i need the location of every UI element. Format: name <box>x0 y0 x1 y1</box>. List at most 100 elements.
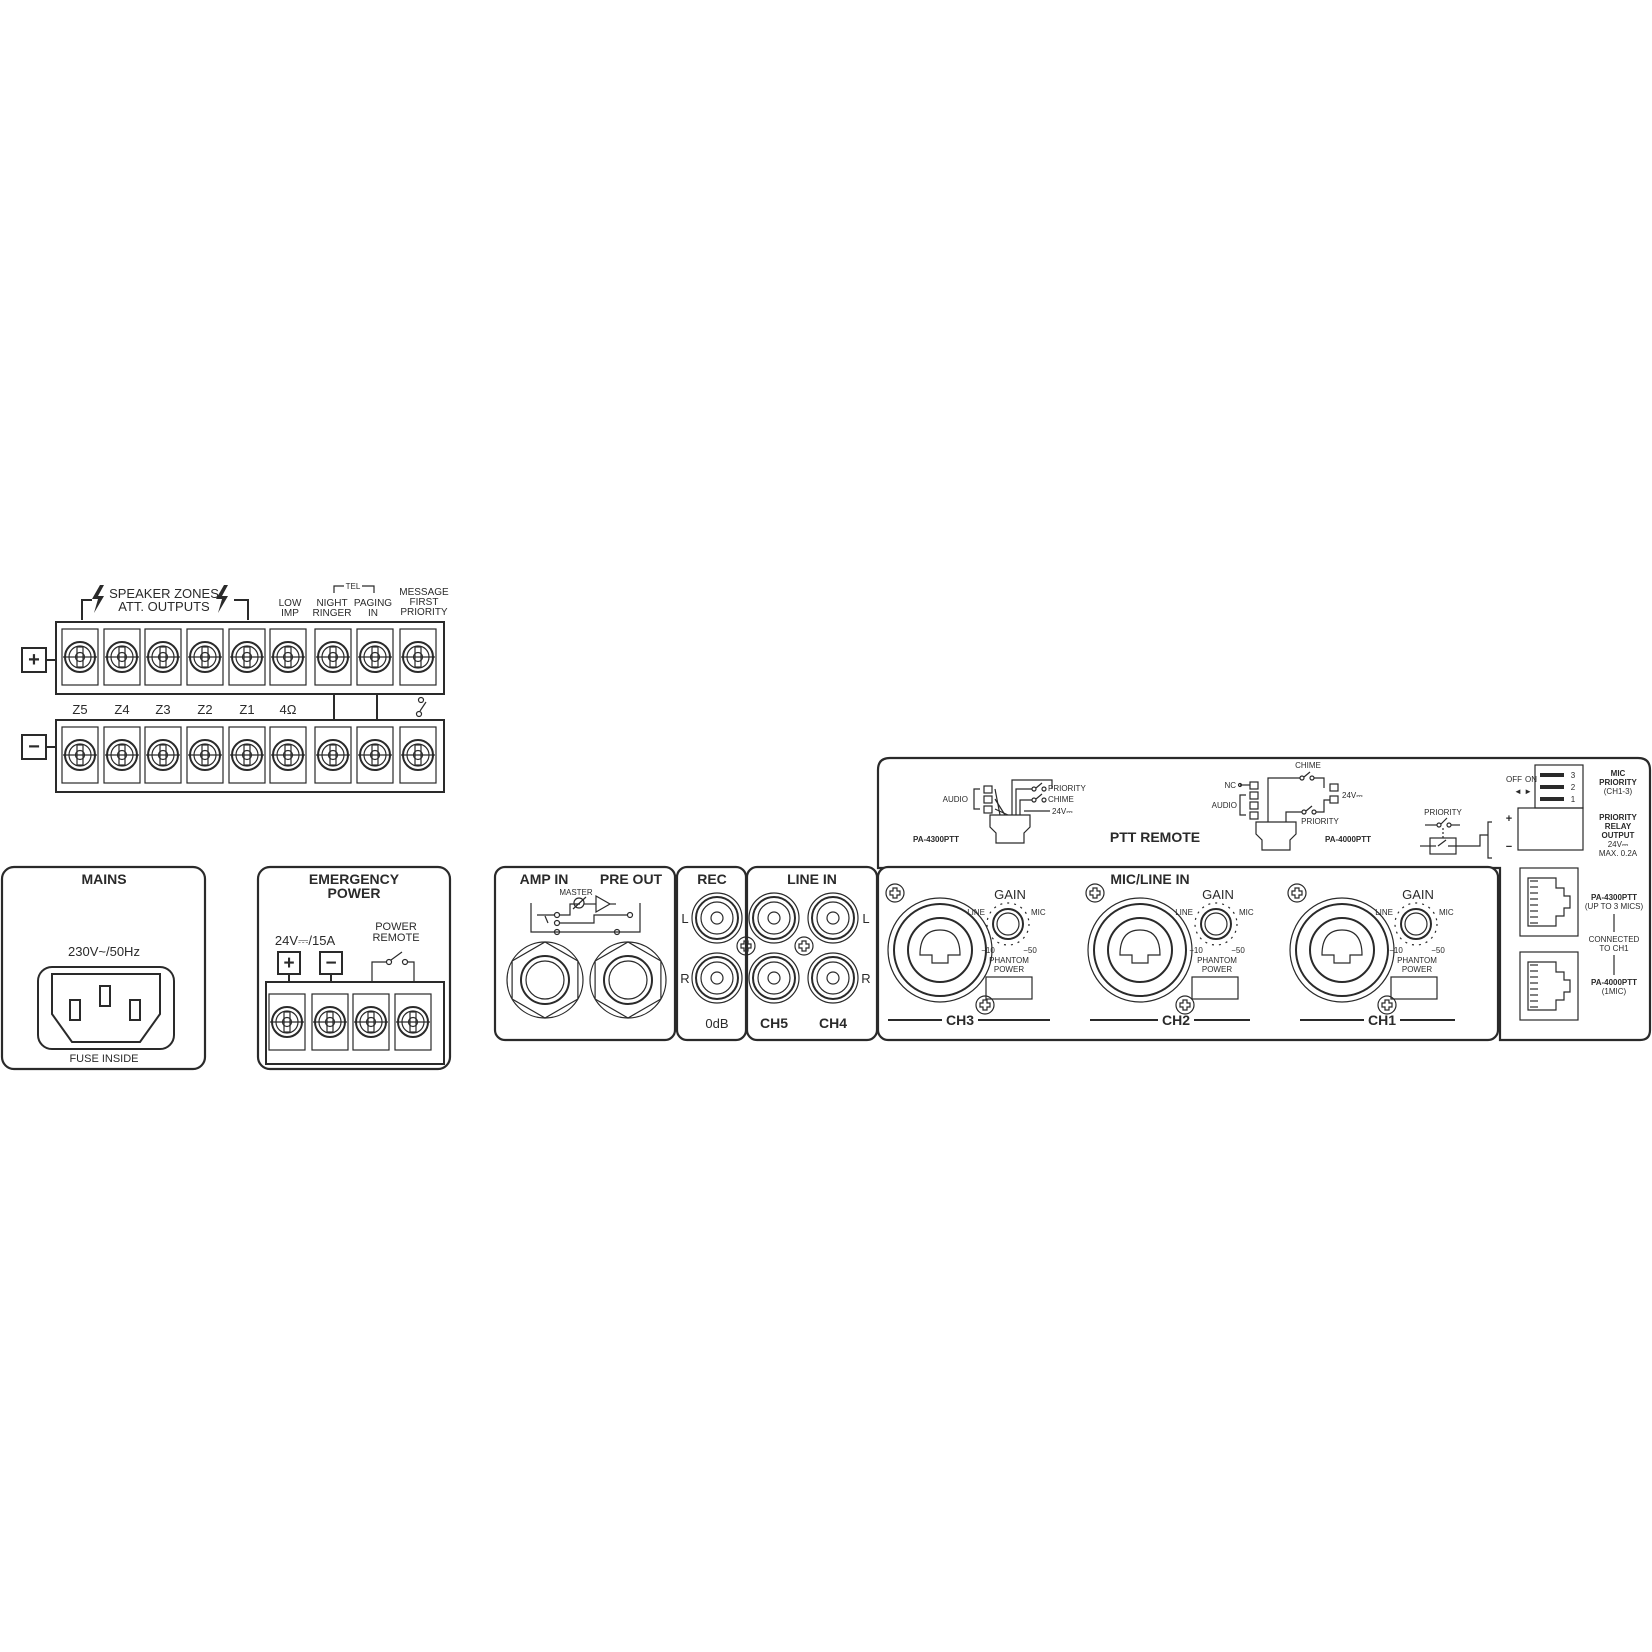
speaker-terminal-plus[interactable] <box>186 628 224 686</box>
mic-label: MIC <box>1439 908 1454 917</box>
mic-line-in-title: MIC/LINE IN <box>1110 871 1189 887</box>
dip-number: 1 <box>1571 795 1576 804</box>
master-label: MASTER <box>559 888 593 897</box>
dip-number: 3 <box>1571 771 1576 780</box>
mic-priority-label: MIC <box>1611 769 1626 778</box>
phantom-power-label: POWER <box>994 965 1024 974</box>
emergency-terminal[interactable] <box>268 993 306 1051</box>
att-outputs-label: ATT. OUTPUTS <box>118 599 210 614</box>
emergency-terminal[interactable] <box>394 993 432 1051</box>
ch5-left-jack[interactable] <box>748 892 800 944</box>
speaker-terminal-block: SPEAKER ZONES ATT. OUTPUTS LOW IMP TEL N… <box>21 582 449 793</box>
message-priority-label: MESSAGE <box>399 587 449 598</box>
gain-knob[interactable] <box>986 902 1030 946</box>
pa4000-port-label: (1MIC) <box>1602 987 1627 996</box>
mounting-screw-icon <box>1377 995 1397 1015</box>
gain-knob[interactable] <box>1394 902 1438 946</box>
rec-right-label: R <box>680 971 689 986</box>
gain-min-label: −10 <box>1189 946 1203 955</box>
line-in-title: LINE IN <box>787 871 837 887</box>
speaker-terminal-plus[interactable] <box>269 628 307 686</box>
ch5-right-jack[interactable] <box>748 952 800 1004</box>
line-label: LINE <box>967 908 985 917</box>
speaker-terminal-plus[interactable] <box>399 628 437 686</box>
line-in-right-label: R <box>861 971 870 986</box>
relay-priority-label: PRIORITY <box>1424 808 1462 817</box>
speaker-terminal-minus[interactable] <box>228 726 266 784</box>
amp-in-jack[interactable] <box>506 941 584 1019</box>
speaker-terminal-minus[interactable] <box>144 726 182 784</box>
mic-label: MIC <box>1031 908 1046 917</box>
speaker-terminal-minus[interactable] <box>399 726 437 784</box>
voltage-label: 24V⎓ <box>1052 807 1073 816</box>
iec-power-socket[interactable] <box>37 966 175 1050</box>
right-control-panel: OFF ON ◄ ► 3 2 1 + − MIC PRIORITY (CH1-3… <box>1506 764 1644 1021</box>
line-label: LINE <box>1175 908 1193 917</box>
speaker-terminal-minus[interactable] <box>314 726 352 784</box>
line-label: LINE <box>1375 908 1393 917</box>
xlr-combo-jack[interactable] <box>887 897 993 1003</box>
gain-knob[interactable] <box>1194 902 1238 946</box>
ch5-label: CH5 <box>760 1015 788 1031</box>
channel-label: CH3 <box>946 1012 974 1028</box>
chime-label: CHIME <box>1295 761 1321 770</box>
plus-sign: + <box>283 953 294 974</box>
emergency-terminal[interactable] <box>352 993 390 1051</box>
zone-label: Z4 <box>114 702 129 717</box>
speaker-terminal-plus[interactable] <box>103 628 141 686</box>
minus-sign: − <box>1506 841 1512 853</box>
speaker-terminal-minus[interactable] <box>356 726 394 784</box>
speaker-terminal-plus[interactable] <box>61 628 99 686</box>
emergency-title: POWER <box>328 885 381 901</box>
speaker-terminal-plus[interactable] <box>228 628 266 686</box>
pre-out-jack[interactable] <box>589 941 667 1019</box>
phantom-power-label: PHANTOM <box>1397 956 1437 965</box>
emergency-terminal[interactable] <box>311 993 349 1051</box>
pa4300-port-label: PA-4300PTT <box>1591 893 1637 902</box>
phantom-power-label: PHANTOM <box>989 956 1029 965</box>
ch4-left-jack[interactable] <box>807 892 859 944</box>
phantom-power-switch[interactable] <box>1191 976 1239 1000</box>
priority-label: PRIORITY <box>1301 817 1339 826</box>
mounting-screw-icon <box>975 995 995 1015</box>
emergency-power-panel: EMERGENCY POWER 24V⎓/15A POWER REMOTE + … <box>256 865 452 1071</box>
priority-relay-icon <box>1420 817 1492 859</box>
phantom-power-label: POWER <box>1402 965 1432 974</box>
emergency-rating: 24V⎓/15A <box>275 933 336 948</box>
rec-level-label: 0dB <box>705 1016 728 1031</box>
pa4000-port-label: PA-4000PTT <box>1591 978 1637 987</box>
xlr-combo-jack[interactable] <box>1289 897 1395 1003</box>
speaker-terminal-minus[interactable] <box>61 726 99 784</box>
phantom-power-switch[interactable] <box>985 976 1033 1000</box>
speaker-terminal-minus[interactable] <box>186 726 224 784</box>
signal-routing-diagram <box>530 894 641 936</box>
paging-in-label: IN <box>368 608 378 619</box>
xlr-combo-jack[interactable] <box>1087 897 1193 1003</box>
off-on-arrows: ◄ ► <box>1514 787 1532 796</box>
speaker-terminal-plus[interactable] <box>144 628 182 686</box>
pa4300-rj45-port[interactable] <box>1519 867 1579 937</box>
pa4300-port-label: (UP TO 3 MICS) <box>1585 902 1644 911</box>
phantom-power-switch[interactable] <box>1390 976 1438 1000</box>
speaker-terminal-plus[interactable] <box>356 628 394 686</box>
speaker-terminal-minus[interactable] <box>269 726 307 784</box>
speaker-terminal-minus[interactable] <box>103 726 141 784</box>
relay-output-label: OUTPUT <box>1602 831 1635 840</box>
relay-output-terminal[interactable] <box>1517 807 1584 851</box>
ch4-right-jack[interactable] <box>807 952 859 1004</box>
mains-panel: MAINS 230V~/50Hz FUSE INSIDE <box>0 865 207 1071</box>
relay-output-label: PRIORITY <box>1599 813 1637 822</box>
speaker-terminal-plus[interactable] <box>314 628 352 686</box>
pa4000-rj45-port[interactable] <box>1519 951 1579 1021</box>
message-priority-label: FIRST <box>410 597 439 608</box>
gain-label: GAIN <box>1402 887 1434 902</box>
zone-label: Z1 <box>239 702 254 717</box>
audio-label: AUDIO <box>1212 801 1237 810</box>
power-remote-label: REMOTE <box>372 932 419 944</box>
pre-out-label: PRE OUT <box>600 871 663 887</box>
ptt-remote-title: PTT REMOTE <box>1110 829 1200 845</box>
rec-right-jack[interactable] <box>691 952 743 1004</box>
rec-left-jack[interactable] <box>691 892 743 944</box>
night-ringer-label: RINGER <box>313 608 352 619</box>
